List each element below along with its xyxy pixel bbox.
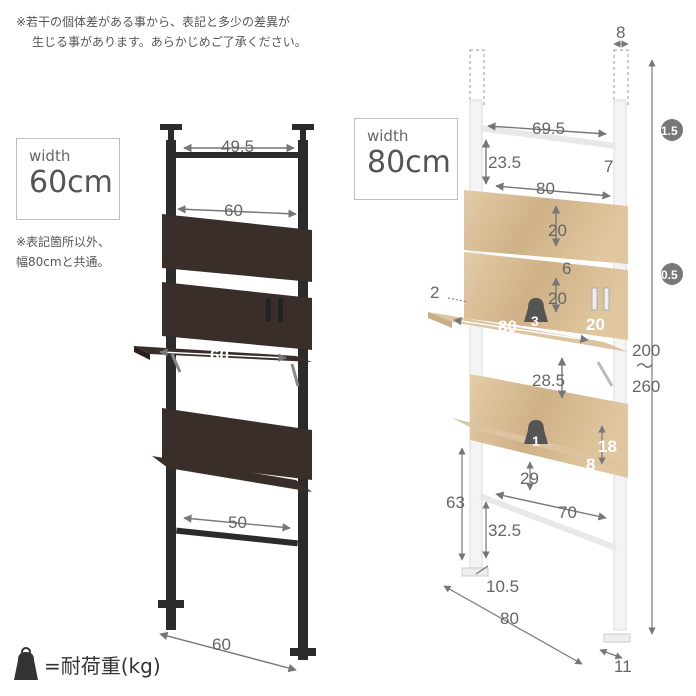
dim-right-top-bar: 69.5: [532, 119, 565, 138]
right-post: [298, 140, 308, 660]
width-60-box: width 60cm: [16, 138, 120, 220]
load-badge-shelf: 3: [524, 298, 548, 329]
dim-bar-height: 32.5: [488, 521, 521, 540]
upper-board: [464, 190, 628, 264]
legend-text: =耐荷重(kg): [44, 654, 161, 678]
dim-board-gap: 6: [562, 259, 571, 278]
width-60-label: width: [29, 147, 71, 165]
load-hook-value: 0.5: [661, 268, 678, 282]
rack-60-dark: [134, 124, 316, 660]
width-80-value: 80cm: [367, 145, 451, 180]
dim-left-top-width: 60: [224, 201, 243, 220]
dim-small-gap: 7: [604, 157, 613, 176]
width-60-value: 60cm: [29, 165, 113, 200]
load-lower-value: 1: [532, 433, 540, 449]
foot-right: [290, 648, 316, 656]
load-shelf-value: 3: [531, 313, 539, 329]
dim-height-max: 260: [632, 377, 660, 396]
dim-board-h1: 20: [548, 221, 567, 240]
common-note-line-2: 幅80cmと共通。: [16, 255, 110, 269]
disclaimer-line-1: ※若干の個体差がある事から、表記と多少の差異が: [16, 15, 291, 29]
rear-right-post: [613, 99, 627, 631]
top-hanger-bar: [176, 152, 298, 158]
disclaimer-note: ※若干の個体差がある事から、表記と多少の差異が 生じる事があります。あらかじめご…: [16, 12, 307, 52]
lower-board: [162, 408, 312, 480]
dim-left-shelf: 60: [210, 346, 229, 365]
dim-shelf-drop: 28.5: [532, 371, 565, 390]
common-note: ※表記箇所以外、 幅80cmと共通。: [16, 232, 110, 272]
dim-left-base: 60: [212, 635, 231, 654]
disclaimer-line-2: 生じる事があります。あらかじめご了承ください。: [32, 35, 307, 49]
lower-shelf: [152, 456, 312, 492]
lower-board: [470, 374, 628, 478]
top-cap-left: [160, 124, 182, 130]
dim-shelf-width: 80: [498, 317, 517, 336]
dim-height-sep: 〜: [636, 357, 653, 376]
weight-icon: [14, 647, 38, 680]
dim-board-width: 80: [536, 179, 555, 198]
rack-80-white: [428, 49, 631, 643]
load-top-value: 1.5: [661, 124, 678, 138]
dim-under-gap: 29: [520, 469, 539, 488]
load-badge-lower: 1: [524, 420, 548, 449]
dim-shelf-depth: 20: [586, 315, 605, 334]
top-cap-right: [292, 124, 314, 130]
dim-top-post: 8: [616, 23, 625, 42]
dim-leg-height: 63: [446, 493, 465, 512]
foot-left: [158, 600, 184, 608]
load-badge-top: 1.5: [661, 119, 683, 141]
left-post: [166, 140, 176, 630]
dim-foot-width: 11: [614, 657, 632, 676]
dim-left-bottom-bar: 50: [228, 513, 247, 532]
dim-top-gap: 23.5: [488, 153, 521, 172]
dim-lower-h: 18: [598, 437, 617, 456]
bottom-bar: [176, 527, 298, 547]
load-badge-hook: 0.5: [661, 263, 683, 285]
dim-board-h2: 20: [548, 289, 567, 308]
dim-left-top-bar: 49.5: [221, 137, 254, 156]
dim-height-min: 200: [632, 341, 660, 360]
rear-left-post: [469, 99, 483, 571]
dim-shelf-lip: 2: [430, 283, 439, 302]
width-80-label: width: [367, 127, 409, 145]
dim-base-width: 80: [500, 609, 519, 628]
dim-lower-d: 8: [586, 455, 595, 474]
width-80-box: width 80cm: [354, 118, 458, 200]
hook-1: [266, 298, 271, 322]
middle-board: [162, 282, 312, 350]
hook-2: [278, 298, 283, 322]
common-note-line-1: ※表記箇所以外、: [16, 235, 111, 249]
dim-foot-depth: 10.5: [486, 577, 519, 596]
dim-right-bottom-bar: 70: [558, 503, 577, 522]
upper-board: [162, 214, 312, 282]
